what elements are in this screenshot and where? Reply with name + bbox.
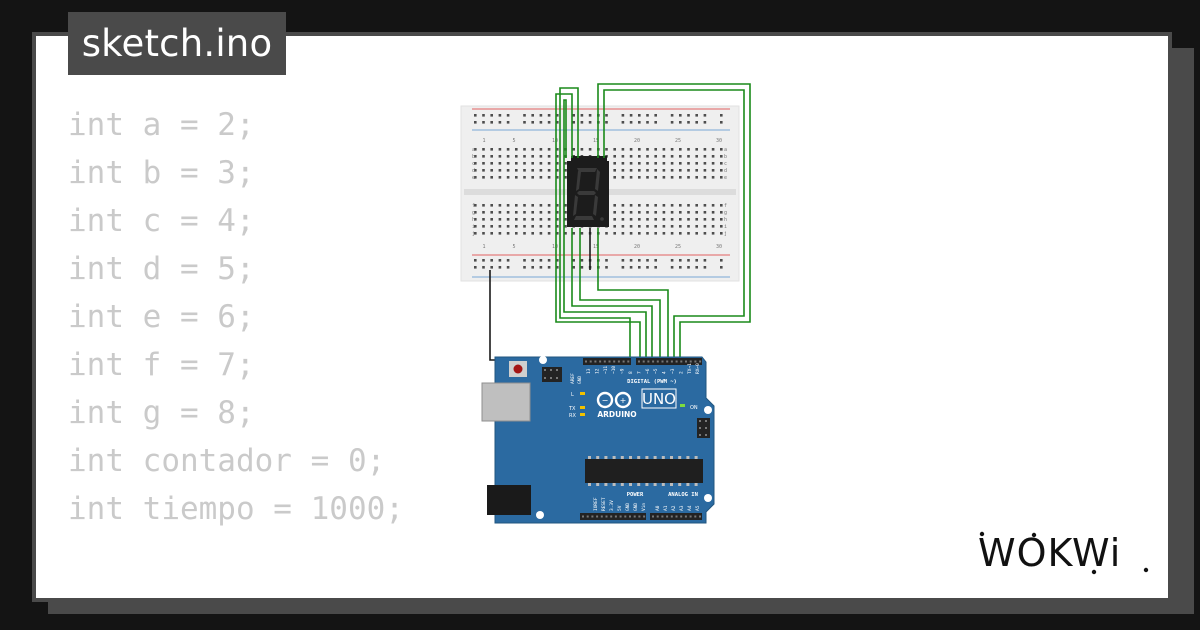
file-tab[interactable]: sketch.ino xyxy=(68,12,286,75)
breadboard-column-number: 5 xyxy=(512,138,515,144)
digital-pin-label: 12 xyxy=(594,368,600,374)
breadboard-column-number: 20 xyxy=(634,244,640,250)
digital-pin-label: 4 xyxy=(662,371,668,374)
gnd-label: GND xyxy=(577,376,583,384)
digital-pin-label: 7 xyxy=(636,371,642,374)
breadboard-row-letter: d xyxy=(724,168,727,174)
analog-label: ANALOG IN xyxy=(668,492,698,498)
breadboard-row-letter: h xyxy=(472,217,475,223)
svg-text:+: + xyxy=(620,396,627,405)
power-pin-label: 3.3V xyxy=(609,500,615,511)
power-pin-label: GND xyxy=(625,503,631,511)
code-line: int tiempo = 1000; xyxy=(68,491,404,527)
board-model: UNO xyxy=(642,390,676,408)
code-line: int e = 6; xyxy=(68,299,255,335)
code-line: int b = 3; xyxy=(68,155,255,191)
breadboard-row-letter: f xyxy=(472,203,475,209)
analog-pin-label: A2 xyxy=(671,505,677,511)
analog-pin-label: A5 xyxy=(695,505,701,511)
breadboard-column-number: 5 xyxy=(512,244,515,250)
breadboard-column-number: 10 xyxy=(552,138,558,144)
l-label: L xyxy=(571,392,574,398)
breadboard-column-number: 1 xyxy=(482,244,485,250)
code-line: int f = 7; xyxy=(68,347,255,383)
breadboard-row-letter: f xyxy=(724,203,727,209)
breadboard-row-letter: d xyxy=(472,168,475,174)
breadboard-column-number: 30 xyxy=(716,244,722,250)
digital-pin-label: ~3 xyxy=(670,368,676,374)
breadboard-column-number: 15 xyxy=(593,138,599,144)
code-line: int contador = 0; xyxy=(68,443,386,479)
rx-label: RX xyxy=(569,413,576,419)
code-line: int g = 8; xyxy=(68,395,255,431)
digital-pin-label: ~9 xyxy=(620,368,626,374)
breadboard-column-number: 15 xyxy=(593,244,599,250)
digital-pin-label: RX←0 xyxy=(695,363,701,374)
breadboard-row-letter: i xyxy=(724,224,727,230)
breadboard-row-letter: e xyxy=(724,175,727,181)
breadboard-column-number: 30 xyxy=(716,138,722,144)
breadboard-row-letter: i xyxy=(472,224,475,230)
digital-pin-label: ~6 xyxy=(645,368,651,374)
code-line: int a = 2; xyxy=(68,107,255,143)
analog-pin-label: A1 xyxy=(663,505,669,511)
digital-pin-label: 8 xyxy=(628,371,634,374)
breadboard-row-letter: j xyxy=(724,231,727,237)
breadboard-row-letter: c xyxy=(724,161,727,167)
digital-label: DIGITAL (PWM ~) xyxy=(627,379,677,385)
breadboard-row-letter: e xyxy=(472,175,475,181)
power-pin-label: 5V xyxy=(617,505,623,511)
power-pin-label: RESET xyxy=(601,497,607,511)
breadboard-row-letter: a xyxy=(724,147,727,153)
breadboard-row-letter: b xyxy=(724,154,727,160)
power-label: POWER xyxy=(627,492,644,498)
aref-label: AREF xyxy=(570,373,576,384)
analog-pin-label: A3 xyxy=(679,505,685,511)
on-label: ON xyxy=(690,405,698,411)
signal-wires xyxy=(555,83,751,360)
digital-pin-label: ~11 xyxy=(603,366,609,374)
code-preview: int a = 2; int b = 3; int c = 4; int d = 5;… xyxy=(68,101,404,533)
power-pin-label: Vin xyxy=(641,503,647,511)
breadboard-row-letter: j xyxy=(472,231,475,237)
power-pin-label: GND xyxy=(633,503,639,511)
digital-pin-label: 13 xyxy=(586,368,592,374)
arduino-uno-board: − + UNO ARDUINO DIGITAL (PWM ~) POWER AN… xyxy=(481,356,715,524)
board-brand: ARDUINO xyxy=(597,410,636,419)
analog-pin-label: A4 xyxy=(687,505,693,511)
breadboard-row-letter: g xyxy=(724,210,727,216)
wokwi-logo-icon[interactable]: WOKWi xyxy=(976,526,1152,578)
breadboard-row-letter: g xyxy=(472,210,475,216)
breadboard-row-letter: h xyxy=(724,217,727,223)
arduino-infinity-icon xyxy=(596,391,632,409)
digital-pin-label: TX→1 xyxy=(687,363,693,374)
seven-segment-display: 8 xyxy=(567,156,609,227)
code-line: int c = 4; xyxy=(68,203,255,239)
code-line: int d = 5; xyxy=(68,251,255,287)
digital-pin-label: 2 xyxy=(678,371,684,374)
breadboard-row-letter: a xyxy=(472,147,475,153)
breadboard-column-number: 25 xyxy=(675,138,681,144)
wokwi-logo-text: WOKWi xyxy=(978,531,1121,575)
analog-pin-label: A0 xyxy=(655,505,661,511)
breadboard-row-letter: b xyxy=(472,154,475,160)
tx-label: TX xyxy=(568,406,576,412)
breadboard-column-number: 20 xyxy=(634,138,640,144)
digital-pin-label: ~10 xyxy=(611,366,617,374)
breadboard-column-number: 10 xyxy=(552,244,558,250)
breadboard-row-letter: c xyxy=(472,161,475,167)
breadboard-column-number: 1 xyxy=(482,138,485,144)
breadboard-column-number: 25 xyxy=(675,244,681,250)
digital-pin-label: ~5 xyxy=(653,368,659,374)
power-pin-label: IOREF xyxy=(593,497,599,511)
svg-text:−: − xyxy=(602,396,609,405)
